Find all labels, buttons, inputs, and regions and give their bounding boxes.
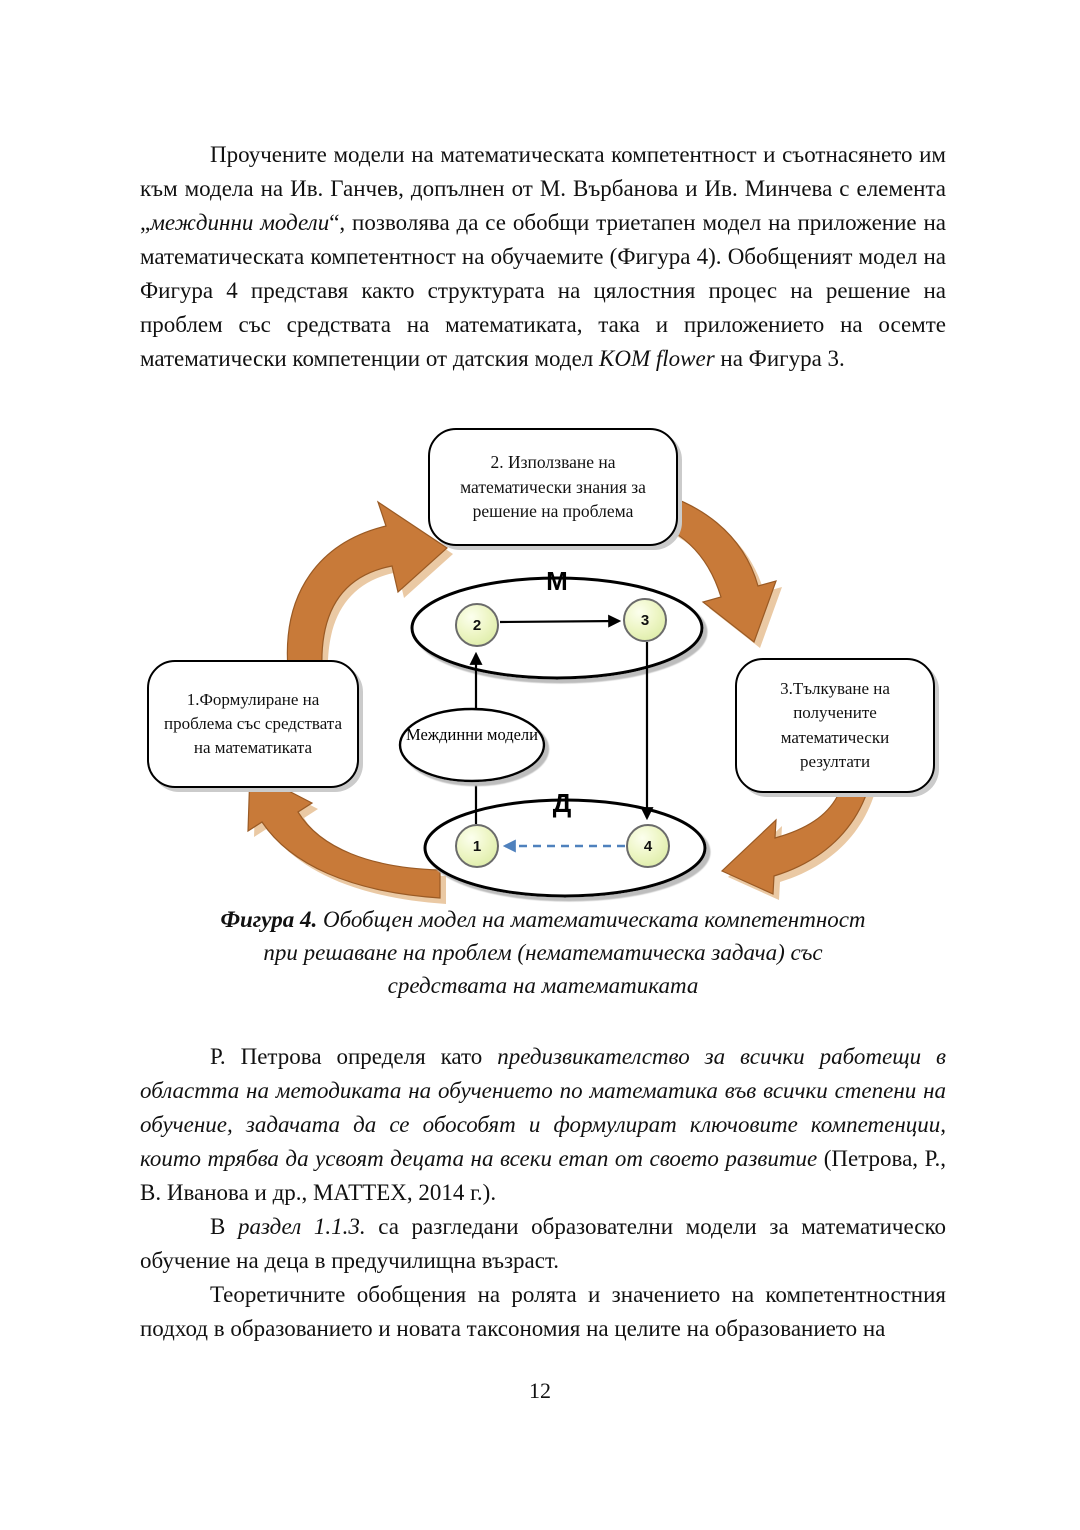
paragraph-2: Р. Петрова определя като предизвикателст… [140, 1044, 946, 1205]
cycle-arrow-bottom-left [247, 770, 441, 899]
step-box-1: 1.Формулиране на проблема със средствата… [147, 660, 359, 788]
intermediate-models-label: Междинни модели [405, 725, 539, 744]
paragraph-3: В раздел 1.1.3. са разгледани образовате… [140, 1214, 946, 1273]
node-4: 4 [626, 824, 670, 868]
page-number: 12 [529, 1378, 551, 1403]
figure-caption: Фигура 4. Обобщен модел на математическа… [220, 907, 866, 998]
arrow-2-to-3 [499, 614, 622, 628]
m-domain-label: М [546, 566, 568, 596]
step-box-2-label: 2. Използване на математически знания за… [460, 451, 646, 522]
paragraph-1: Проучените модели на математическата ком… [140, 142, 946, 371]
d-domain-label: Д [552, 788, 572, 818]
node-3: 3 [623, 598, 667, 642]
lower-text-block: Р. Петрова определя като предизвикателст… [140, 1040, 946, 1346]
ellipse-d-domain [423, 798, 707, 898]
node-2: 2 [455, 603, 499, 647]
intro-text-block: Проучените модели на математическата ком… [140, 138, 946, 376]
ellipse-intermediate-models [398, 707, 546, 783]
node-1: 1 [455, 824, 499, 868]
step-box-3-label: 3.Тълкуване на получените математически … [780, 679, 890, 771]
paragraph-4: Теоретичните обобщения на ролята и значе… [140, 1282, 946, 1341]
step-box-1-label: 1.Формулиране на проблема със средствата… [163, 689, 342, 758]
step-box-3: 3.Тълкуване на получените математически … [735, 658, 935, 793]
step-box-2: 2. Използване на математически знания за… [428, 428, 678, 546]
figure-4-diagram: 2 3 1 4 М Д Междинни модели 1.Формулиран… [140, 424, 946, 904]
